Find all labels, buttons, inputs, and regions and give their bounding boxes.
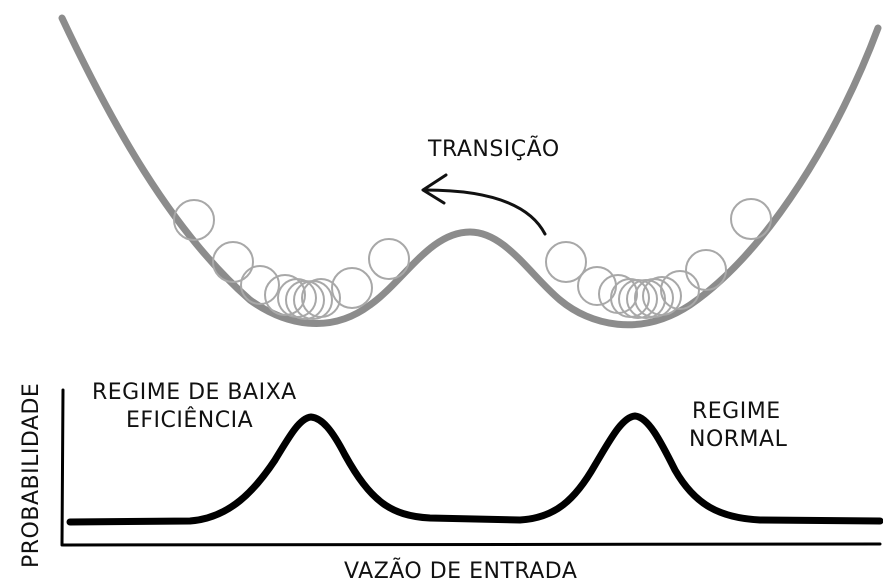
ball <box>368 238 410 280</box>
x-axis-line <box>61 542 882 547</box>
ball <box>545 241 587 283</box>
ball <box>285 280 325 320</box>
ball <box>264 274 306 316</box>
potential-landscape-curve <box>58 14 882 329</box>
x-axis-title: VAZÃO DE ENTRADA <box>344 557 577 584</box>
ball <box>685 249 727 291</box>
ball <box>331 267 373 309</box>
ball <box>730 198 772 240</box>
ball <box>301 278 341 318</box>
transition-arrow <box>421 173 547 236</box>
probability-curve <box>66 412 883 526</box>
ball <box>618 279 658 319</box>
ball <box>240 265 280 305</box>
y-axis-line <box>60 388 65 547</box>
normal-regime-label-line1: REGIME <box>692 399 781 424</box>
low-efficiency-label-line2: EFICIÊNCIA <box>126 407 253 433</box>
ball <box>660 270 700 310</box>
transition-label: TRANSIÇÃO <box>427 135 560 162</box>
normal-regime-label-line2: NORMAL <box>689 427 788 452</box>
ball <box>212 241 254 283</box>
left-well-balls <box>173 199 410 320</box>
right-well-balls <box>545 198 772 319</box>
ball <box>634 278 674 318</box>
y-axis-title: PROBABILIDADE <box>19 383 44 568</box>
ball <box>642 276 682 316</box>
ball <box>173 199 215 241</box>
low-efficiency-label-line1: REGIME DE BAIXA <box>92 380 297 405</box>
